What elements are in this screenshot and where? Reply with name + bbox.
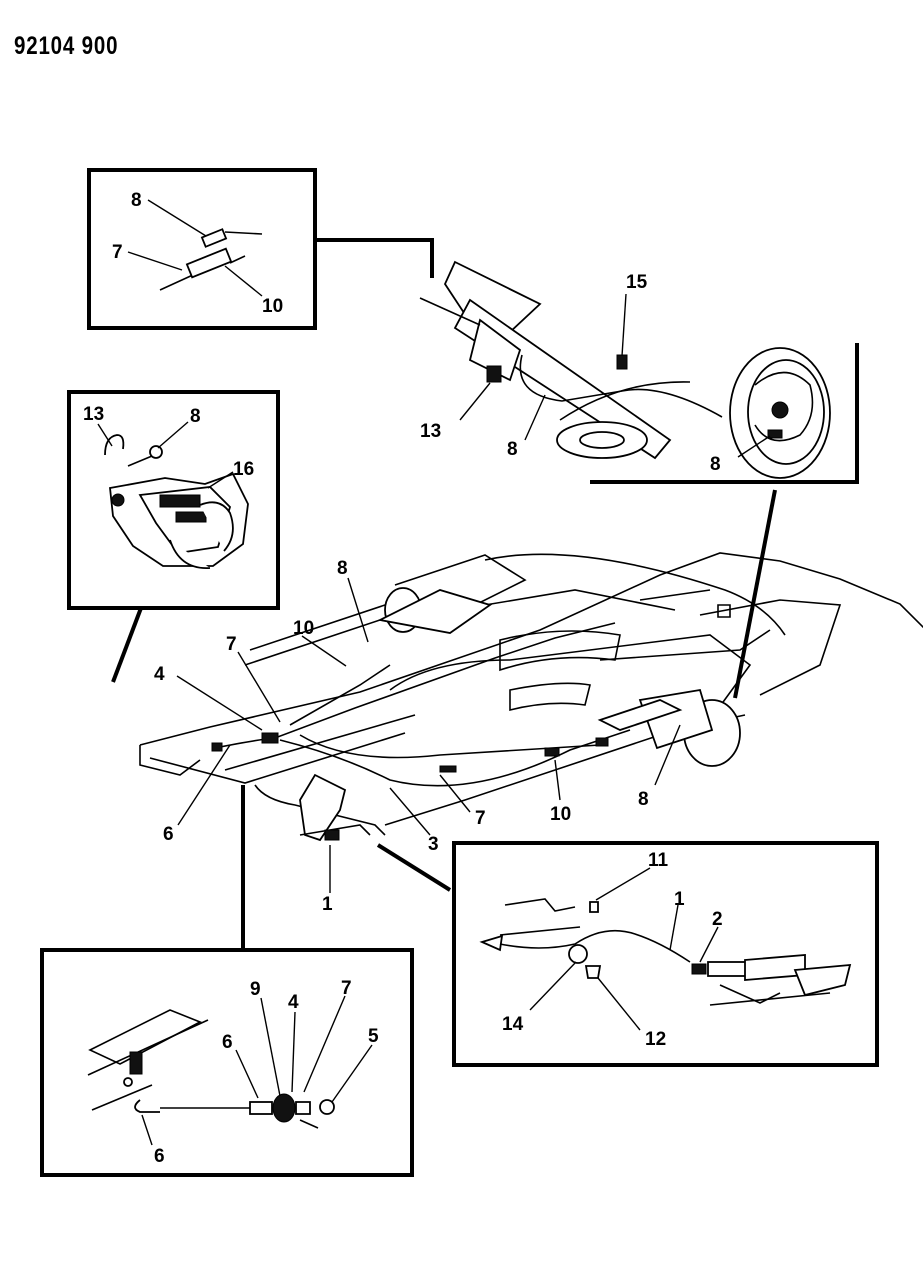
detail-box-cable-ends: 8 7 10 <box>87 168 317 330</box>
detail-box-equalizer: 9 4 7 6 5 6 <box>40 948 414 1177</box>
callout-7: 7 <box>475 808 486 829</box>
brake-drum-backing-plate-icon <box>729 347 831 479</box>
parking-brake-cable-icon <box>211 622 631 787</box>
callout-1: 1 <box>674 889 685 910</box>
callout-9: 9 <box>250 979 261 1000</box>
connector-line <box>111 607 143 683</box>
detail-box-caliper: 13 8 16 <box>67 390 280 610</box>
rear-brake-drum-left-icon <box>377 587 493 634</box>
callout-3: 3 <box>428 834 439 855</box>
callout-8: 8 <box>507 439 518 460</box>
document-number: 92104 900 <box>14 32 119 60</box>
callout-10: 10 <box>262 296 283 317</box>
connector-line <box>376 843 452 892</box>
callout-8: 8 <box>190 406 201 427</box>
cable-end-fitting-icon <box>159 228 263 291</box>
rear-axle-arm-icon <box>419 260 723 460</box>
callout-7: 7 <box>341 978 352 999</box>
connector-line <box>733 489 777 699</box>
callout-4: 4 <box>154 664 165 685</box>
detail-box-lever: 11 1 2 14 12 <box>452 841 879 1067</box>
callout-13: 13 <box>83 404 104 425</box>
equalizer-assembly-icon <box>87 1009 335 1129</box>
callout-6: 6 <box>154 1146 165 1167</box>
connector-line <box>315 238 434 278</box>
callout-11: 11 <box>648 850 669 871</box>
caliper-icon <box>104 434 249 569</box>
callout-8: 8 <box>638 789 649 810</box>
callout-15: 15 <box>626 272 648 293</box>
callout-7: 7 <box>112 242 123 263</box>
callout-10: 10 <box>293 618 314 639</box>
callout-8: 8 <box>337 558 348 579</box>
callout-6: 6 <box>163 824 174 845</box>
parking-brake-lever-icon <box>299 773 371 842</box>
chassis-underbody: 8 10 7 4 6 7 3 10 8 1 <box>139 552 923 915</box>
callout-8: 8 <box>131 190 142 211</box>
callout-16: 16 <box>233 459 254 480</box>
callout-8: 8 <box>710 454 721 475</box>
rear-drum-detail: 15 13 8 8 <box>419 260 859 484</box>
callout-4: 4 <box>288 992 299 1013</box>
detail-frame <box>590 343 859 484</box>
callout-10: 10 <box>550 804 571 825</box>
callout-12: 12 <box>645 1029 666 1050</box>
vehicle-floor-pan-icon <box>139 552 923 836</box>
callout-14: 14 <box>502 1014 524 1035</box>
callout-6: 6 <box>222 1032 233 1053</box>
callout-2: 2 <box>712 909 723 930</box>
callout-7: 7 <box>226 634 237 655</box>
callout-5: 5 <box>368 1026 379 1047</box>
callout-1: 1 <box>322 894 333 915</box>
callout-13: 13 <box>420 421 441 442</box>
rear-brake-drum-right-icon <box>597 688 741 767</box>
